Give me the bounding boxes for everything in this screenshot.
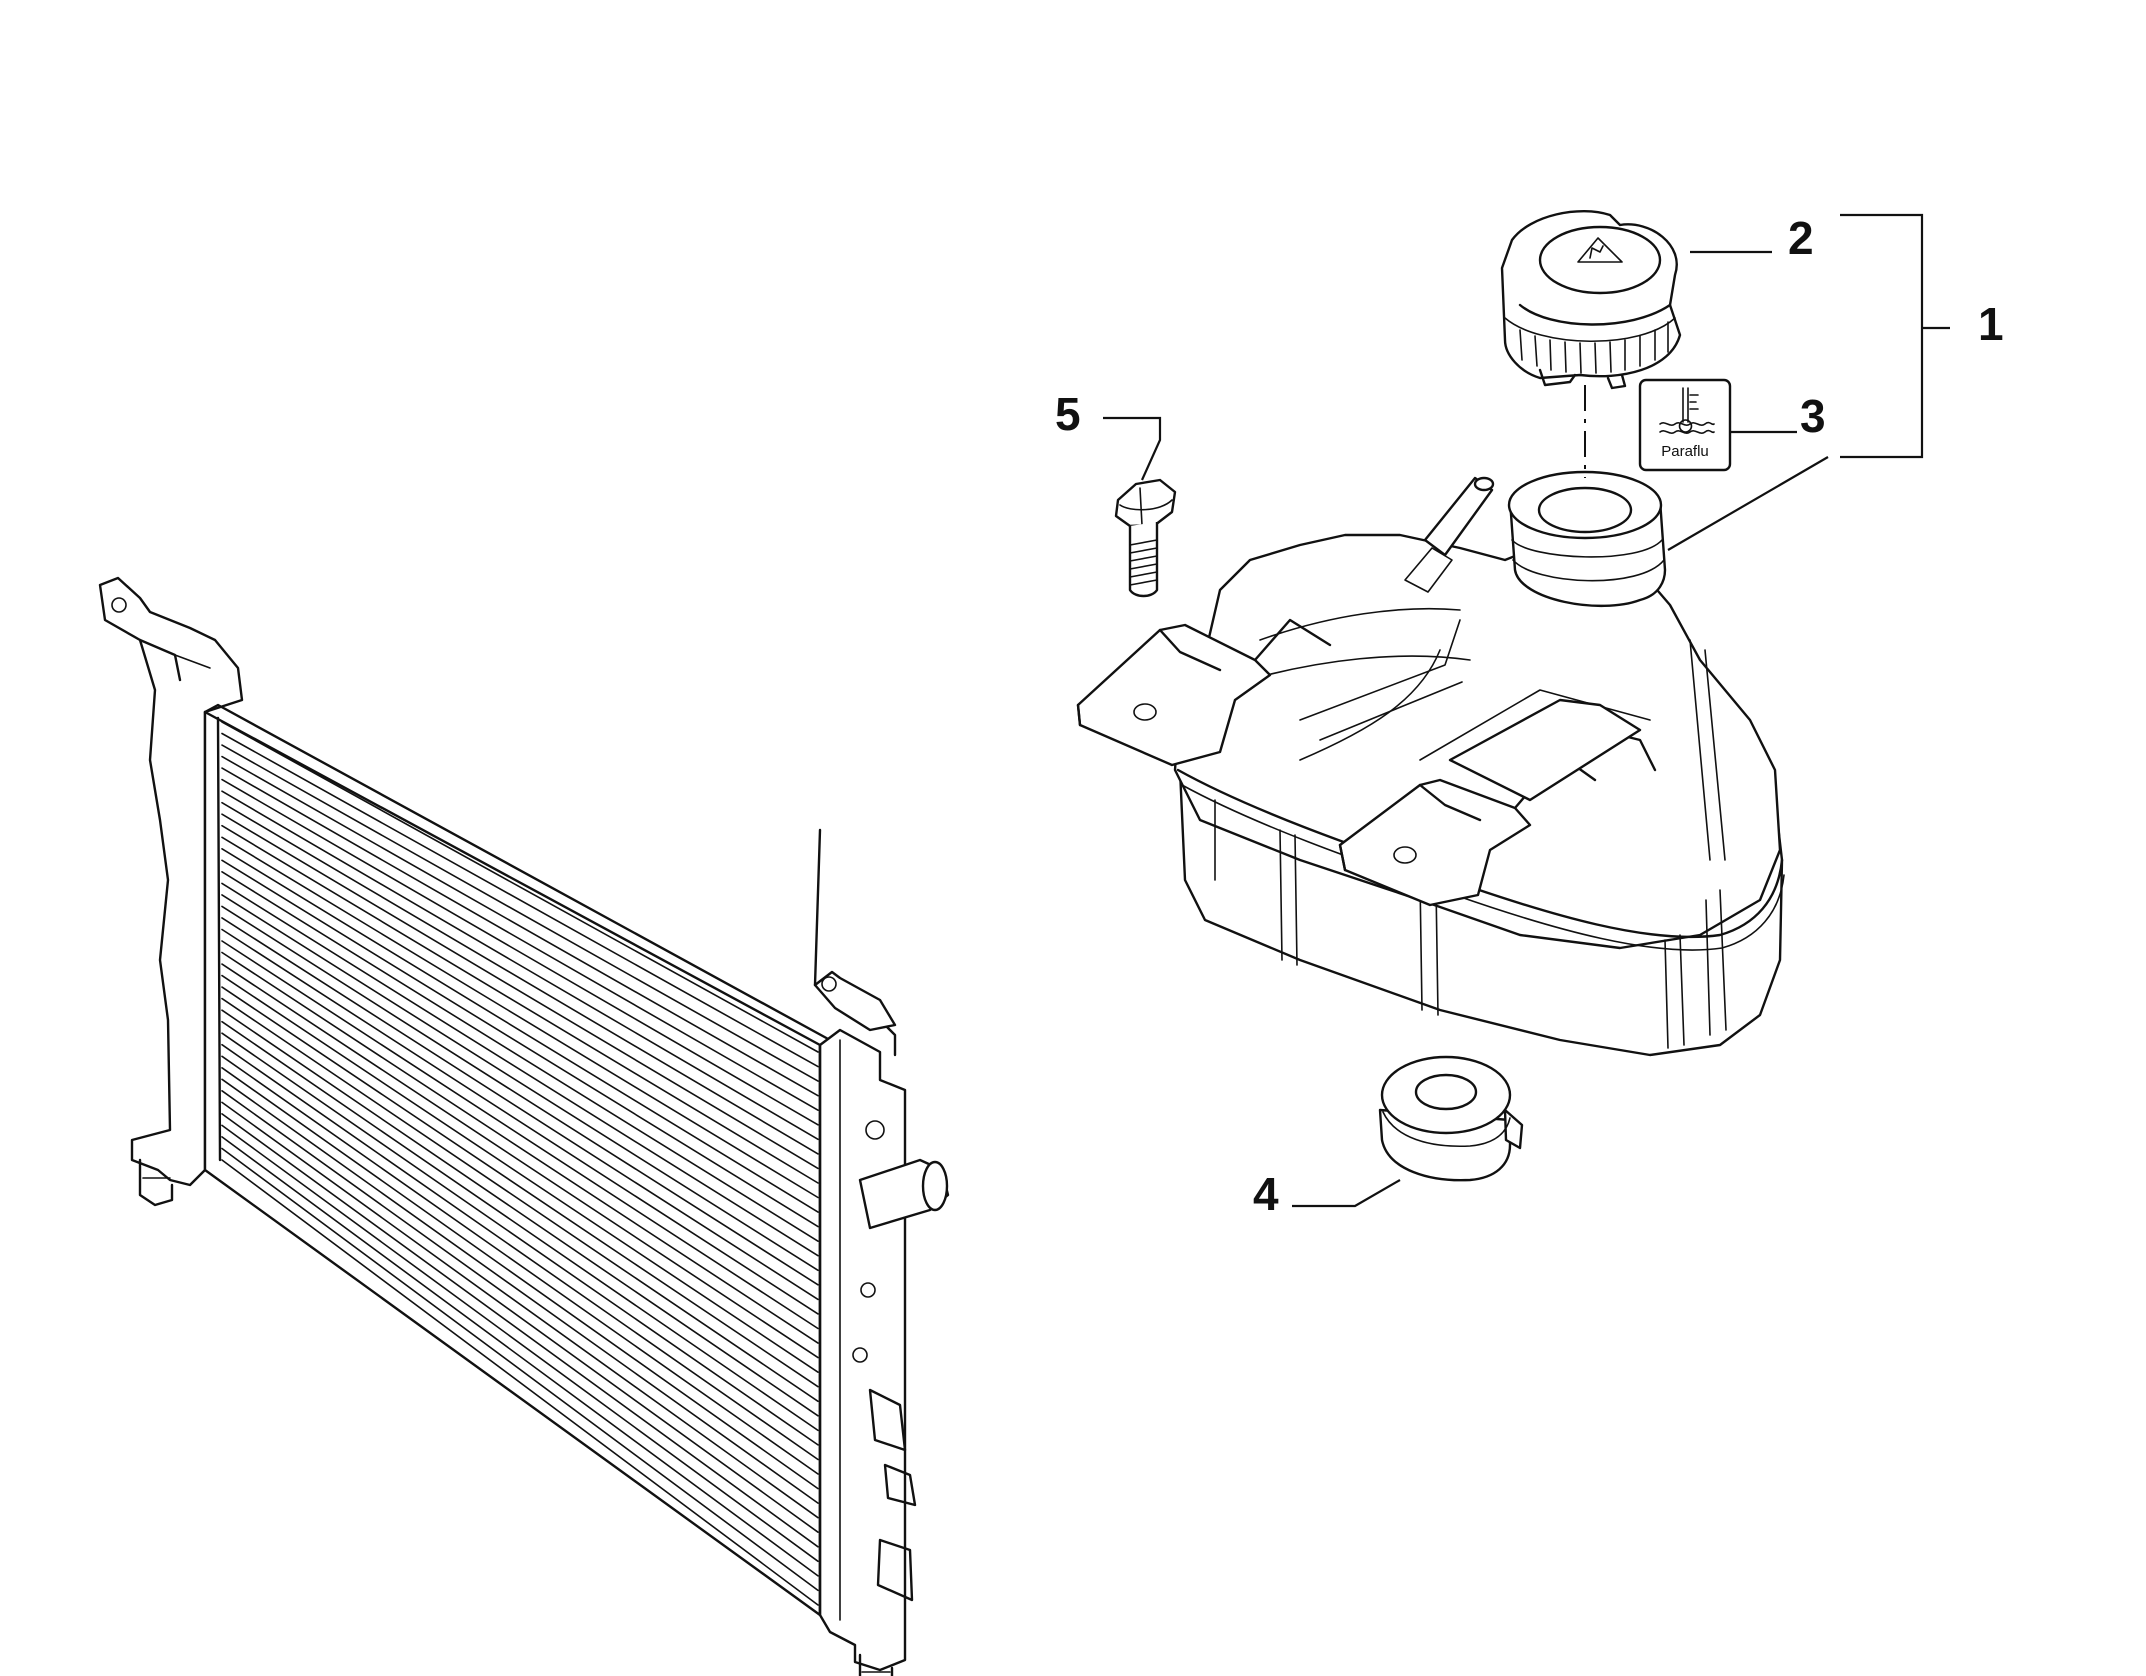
radiator-fin <box>221 1032 819 1446</box>
radiator-fin <box>221 905 819 1286</box>
radiator-fin <box>221 1113 819 1548</box>
radiator-fins <box>221 721 819 1606</box>
radiator-fin <box>221 1055 819 1475</box>
radiator-fin <box>221 940 819 1330</box>
radiator-fin <box>221 997 819 1403</box>
thermometer-icon <box>1678 387 1699 433</box>
radiator-fin <box>221 801 819 1155</box>
sticker-label: Paraflu <box>1661 443 1709 460</box>
radiator-fin <box>221 928 819 1315</box>
radiator-fin <box>221 894 819 1272</box>
radiator-fin <box>221 1124 819 1563</box>
radiator-fin <box>221 1136 819 1577</box>
radiator-fin <box>221 824 819 1184</box>
radiator-fin <box>221 1147 819 1592</box>
paraflu-sticker: Paraflu <box>1638 378 1732 472</box>
radiator-fin <box>221 1067 819 1490</box>
radiator-fin <box>221 744 819 1082</box>
radiator-fin <box>221 1159 819 1606</box>
rubber-grommet <box>1378 1055 1524 1182</box>
radiator-fin <box>221 1090 819 1519</box>
radiator-fin <box>221 859 819 1228</box>
radiator-fin <box>221 974 819 1373</box>
radiator-fin <box>221 767 819 1111</box>
radiator-fin <box>221 755 819 1097</box>
radiator-fin <box>221 870 819 1242</box>
cap-grip-ridges <box>1519 321 1669 374</box>
radiator-fin <box>221 836 819 1199</box>
coolant-level-icon <box>1659 421 1715 434</box>
radiator-fin <box>221 1009 819 1417</box>
radiator-fin <box>221 1078 819 1504</box>
radiator-fin <box>221 1101 819 1533</box>
radiator-fin <box>221 882 819 1257</box>
radiator-fin <box>221 790 819 1141</box>
radiator-fin <box>221 721 819 1053</box>
callout-3: 3 <box>1800 390 1826 442</box>
radiator-fin <box>221 732 819 1068</box>
radiator-fin <box>221 1043 819 1461</box>
callout-5: 5 <box>1055 388 1081 440</box>
bolt <box>1114 478 1177 598</box>
warning-triangle-icon <box>1577 237 1623 263</box>
callout-1: 1 <box>1978 298 2004 350</box>
radiator-fin <box>221 963 819 1359</box>
radiator-fin <box>221 986 819 1388</box>
radiator-fin <box>221 778 819 1126</box>
radiator-fin <box>221 951 819 1344</box>
radiator-cap <box>1500 209 1682 390</box>
expansion-tank <box>1076 470 1785 1057</box>
radiator-fin <box>221 813 819 1170</box>
radiator-fin <box>221 847 819 1213</box>
callout-2: 2 <box>1788 212 1814 264</box>
radiator-fin <box>221 917 819 1301</box>
radiator-fin <box>221 1020 819 1432</box>
radiator <box>98 576 950 1676</box>
callout-4: 4 <box>1253 1168 1279 1220</box>
